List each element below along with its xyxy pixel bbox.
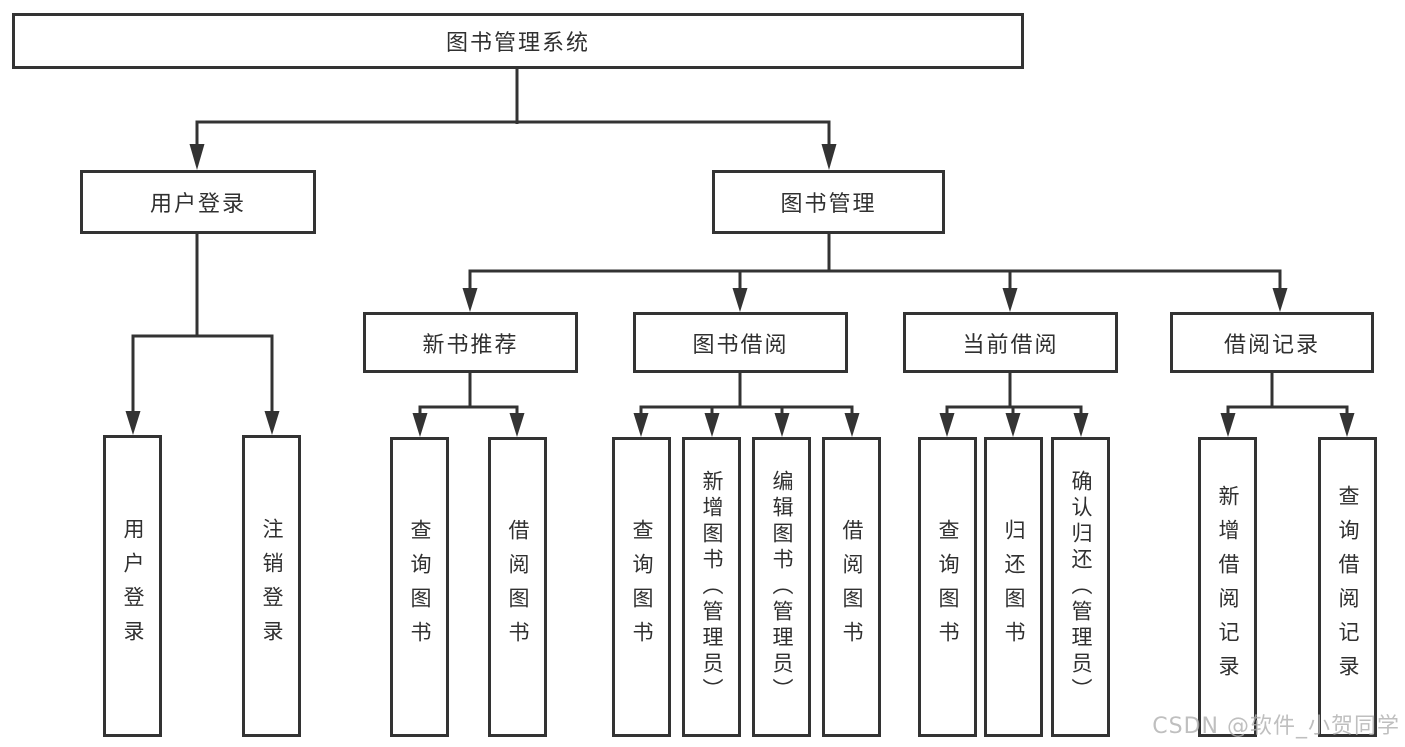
leaf-label: 新增图书（管理员） bbox=[700, 470, 724, 704]
arrowhead-nb-borrow bbox=[509, 413, 525, 437]
arrowhead-ul-userlogin bbox=[125, 411, 141, 435]
leaf-label: 用户登录 bbox=[121, 518, 145, 654]
node-user-login: 用户登录 bbox=[80, 170, 316, 234]
leaf-label: 查询图书 bbox=[936, 519, 960, 655]
connector-newbook-bar bbox=[418, 405, 519, 417]
node-borrow-record: 借阅记录 bbox=[1170, 312, 1374, 373]
node-leaf-cb-return-book: 归还图书 bbox=[984, 437, 1043, 737]
node-leaf-nb-query-book: 查询图书 bbox=[390, 437, 449, 737]
watermark: CSDN @软件_小贺同学 bbox=[1152, 714, 1400, 739]
arrowhead-userlogin bbox=[189, 144, 205, 170]
leaf-label: 新增借阅记录 bbox=[1216, 485, 1240, 689]
node-book-management: 图书管理 bbox=[712, 170, 945, 234]
node-leaf-bb-edit-book: 编辑图书（管理员） bbox=[752, 437, 811, 737]
arrowhead-currentborrow bbox=[1002, 288, 1018, 312]
arrowhead-bb-add bbox=[704, 413, 720, 437]
node-leaf-logout: 注销登录 bbox=[242, 435, 301, 737]
leaf-label: 归还图书 bbox=[1002, 519, 1026, 655]
leaf-label: 查询借阅记录 bbox=[1336, 485, 1360, 689]
leaf-label: 编辑图书（管理员） bbox=[770, 470, 794, 704]
leaf-label: 确认归还（管理员） bbox=[1069, 470, 1093, 704]
node-leaf-br-query-record: 查询借阅记录 bbox=[1318, 437, 1377, 737]
arrowhead-bb-borrow bbox=[844, 413, 860, 437]
leaf-label: 查询图书 bbox=[408, 519, 432, 655]
arrowhead-bookborrow bbox=[732, 288, 748, 312]
arrowhead-nb-query bbox=[412, 413, 428, 437]
leaf-label: 借阅图书 bbox=[840, 519, 864, 655]
connector-bookborrow-bar bbox=[639, 405, 854, 417]
arrowhead-bookmgmt bbox=[821, 144, 837, 170]
leaf-label: 借阅图书 bbox=[506, 519, 530, 655]
arrowhead-cb-query bbox=[939, 413, 955, 437]
leaf-label: 注销登录 bbox=[260, 518, 284, 654]
node-leaf-bb-add-book: 新增图书（管理员） bbox=[682, 437, 741, 737]
node-leaf-cb-query-book: 查询图书 bbox=[918, 437, 977, 737]
arrowhead-br-add bbox=[1220, 413, 1236, 437]
arrowhead-cb-confirm bbox=[1073, 413, 1089, 437]
node-new-book-recommend: 新书推荐 bbox=[363, 312, 578, 373]
node-current-borrow: 当前借阅 bbox=[903, 312, 1118, 373]
leaf-label: 查询图书 bbox=[630, 519, 654, 655]
node-leaf-br-add-record: 新增借阅记录 bbox=[1198, 437, 1257, 737]
node-leaf-bb-query-book: 查询图书 bbox=[612, 437, 671, 737]
arrowhead-borrowrecord bbox=[1272, 288, 1288, 312]
connector-level2-bar bbox=[195, 120, 831, 150]
connector-level3-bar bbox=[468, 269, 1282, 293]
node-leaf-bb-borrow-book: 借阅图书 bbox=[822, 437, 881, 737]
arrowhead-ul-logout bbox=[264, 411, 280, 435]
node-leaf-cb-confirm-return: 确认归还（管理员） bbox=[1051, 437, 1110, 737]
node-leaf-nb-borrow-book: 借阅图书 bbox=[488, 437, 547, 737]
arrowhead-br-query bbox=[1339, 413, 1355, 437]
node-root: 图书管理系统 bbox=[12, 13, 1024, 69]
connector-userlogin-bar bbox=[131, 334, 274, 413]
arrowhead-cb-return bbox=[1005, 413, 1021, 437]
node-leaf-user-login: 用户登录 bbox=[103, 435, 162, 737]
node-book-borrow: 图书借阅 bbox=[633, 312, 848, 373]
arrowhead-bb-query bbox=[633, 413, 649, 437]
arrowhead-bb-edit bbox=[774, 413, 790, 437]
connector-borrowrecord-bar bbox=[1226, 405, 1349, 417]
arrowhead-newbook bbox=[462, 288, 478, 312]
